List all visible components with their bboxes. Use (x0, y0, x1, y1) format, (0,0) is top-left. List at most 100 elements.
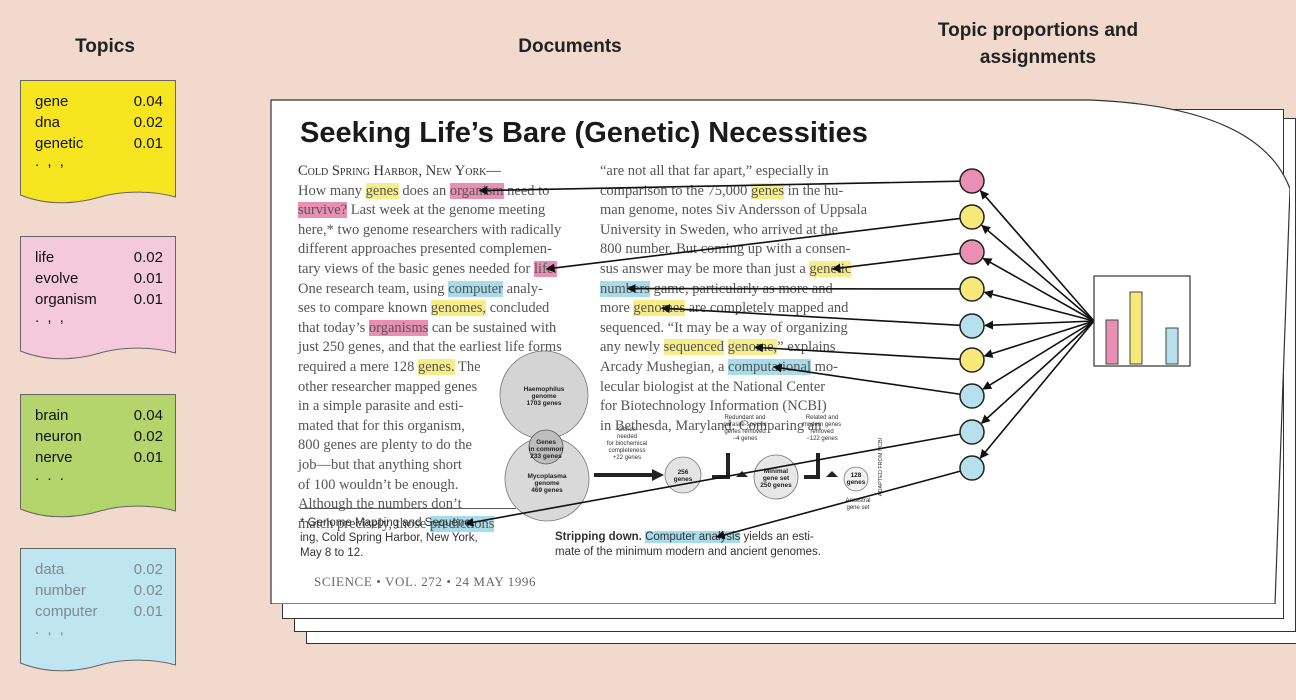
text-segment: 800 number. But coming up with a consen- (600, 241, 851, 258)
text-segment: The (454, 358, 481, 375)
text-segment: need to (503, 182, 550, 199)
text-segment: Although the numbers don’t (298, 496, 462, 513)
related-arrow (804, 453, 820, 479)
topic-word: dna (35, 114, 61, 131)
highlighted-word: genes. (417, 358, 455, 375)
text-line: in Bethesda, Maryland. Comparing an (600, 417, 867, 437)
text-segment: 800 genes are plenty to do the (298, 437, 472, 454)
arrow-to-256-head (652, 469, 664, 481)
topic-word-row: data 0.02 (35, 559, 163, 580)
highlighted-word: genes (751, 182, 785, 199)
text-segment: does an (398, 182, 450, 199)
text-segment: Arcady Mushegian, a (600, 358, 729, 375)
topic-wavy-edge (20, 189, 176, 204)
highlighted-word: genomes (633, 300, 685, 317)
figure-caption: Stripping down. Computer analysis yields… (555, 530, 821, 560)
text-line: required a mere 128 genes. The (298, 358, 562, 378)
text-line: of 100 wouldn’t be enough. (298, 476, 562, 496)
text-segment: game, particularly as more and (649, 280, 833, 297)
text-line: University in Sweden, who arrived at the (600, 221, 867, 241)
topic-word: data (35, 561, 65, 578)
topic-word: computer (35, 603, 98, 620)
text-line: One research team, using computer analy- (298, 280, 562, 300)
topic-prob: 0.02 (133, 561, 163, 578)
highlighted-word: genes (365, 182, 399, 199)
topic-word: organism (35, 291, 97, 308)
text-line: 800 number. But coming up with a consen- (600, 240, 867, 260)
topic-prob: 0.04 (133, 93, 163, 110)
topic-prob: 0.01 (133, 603, 163, 620)
text-line: “are not all that far apart,” especially… (600, 162, 867, 182)
text-segment: How many (298, 182, 366, 199)
topic-ellipsis: . , , (35, 309, 66, 326)
text-segment: different approaches presented complemen… (298, 241, 552, 258)
highlighted-word: life. (533, 260, 557, 277)
topic-prob: 0.02 (133, 582, 163, 599)
text-segment: comparison to the 75,000 (600, 182, 752, 199)
caption-rest: yields an esti- (740, 531, 814, 543)
text-line: for Biotechnology Information (NCBI) (600, 397, 867, 417)
highlighted-word: numbers (600, 280, 650, 297)
text-segment: “are not all that far apart,” especially… (600, 163, 829, 179)
text-line: just 250 genes, and that the earliest li… (298, 338, 562, 358)
text-line: tary views of the basic genes needed for… (298, 260, 562, 280)
text-line: comparison to the 75,000 genes in the hu… (600, 182, 867, 202)
topic-word: neuron (35, 428, 82, 445)
left-column: Cold Spring Harbor, New York— How many ge… (298, 162, 562, 534)
text-segment: are completely mapped and (684, 300, 849, 317)
text-line: that today’s organisms can be sustained … (298, 319, 562, 339)
text-line: sequenced. “It may be a way of organizin… (600, 319, 867, 339)
topic-wavy-edge (20, 345, 176, 360)
text-segment: sequenced. “It may be a way of organizin… (600, 319, 848, 336)
science-citation: SCIENCE • VOL. 272 • 24 MAY 1996 (314, 574, 537, 589)
text-segment: One research team, using (298, 280, 449, 297)
topic-word: nerve (35, 449, 73, 466)
text-line: match precisely, those predictions (298, 515, 562, 535)
text-line: 800 genes are plenty to do the (298, 436, 562, 456)
redundant-arrow (712, 453, 730, 479)
topic-ellipsis: . . . (35, 467, 66, 484)
caption-line2: mate of the minimum modern and ancient g… (555, 546, 821, 558)
topic-word: evolve (35, 270, 79, 287)
topic-prob: 0.01 (133, 449, 163, 466)
text-segment: man genome, notes Siv Andersson of Uppsa… (600, 202, 868, 219)
topic-word-row: computer 0.01 (35, 601, 163, 622)
proportions-header-line1: Topic proportions and (937, 20, 1139, 41)
text-segment: mated that for this organism, (298, 417, 465, 434)
text-line: different approaches presented complemen… (298, 240, 562, 260)
text-segment: in the hu- (784, 182, 844, 199)
text-segment: ses to compare known (298, 300, 431, 317)
text-segment: Cold Spring Harbor, New York— (298, 163, 501, 179)
text-line: How many genes does an organism need to (298, 182, 562, 202)
text-segment: here,* two genome researchers with radic… (298, 221, 562, 238)
text-segment: Last week at the genome meeting (347, 202, 546, 219)
text-segment: match precisely, those (298, 515, 430, 532)
text-segment: analy- (502, 280, 543, 297)
text-segment: University in Sweden, who arrived at the (600, 221, 838, 238)
text-segment: sus answer may be more than just a (600, 260, 810, 277)
topics-header: Topics (75, 36, 135, 57)
topic-prob: 0.04 (133, 407, 163, 424)
text-segment: of 100 wouldn’t be enough. (298, 476, 459, 493)
footnote-rule (300, 508, 516, 509)
topic-wavy-edge (20, 657, 176, 672)
topic-ellipsis: . , , (35, 153, 66, 170)
text-segment: in a simple parasite and esti- (298, 398, 464, 415)
footnote-line: * Genome Mapping and Sequenc- (300, 517, 474, 529)
text-segment: that today’s (298, 319, 369, 336)
redundant-arrow-head (736, 471, 748, 477)
highlighted-word: organisms (368, 319, 429, 336)
text-segment: any newly (600, 339, 664, 356)
